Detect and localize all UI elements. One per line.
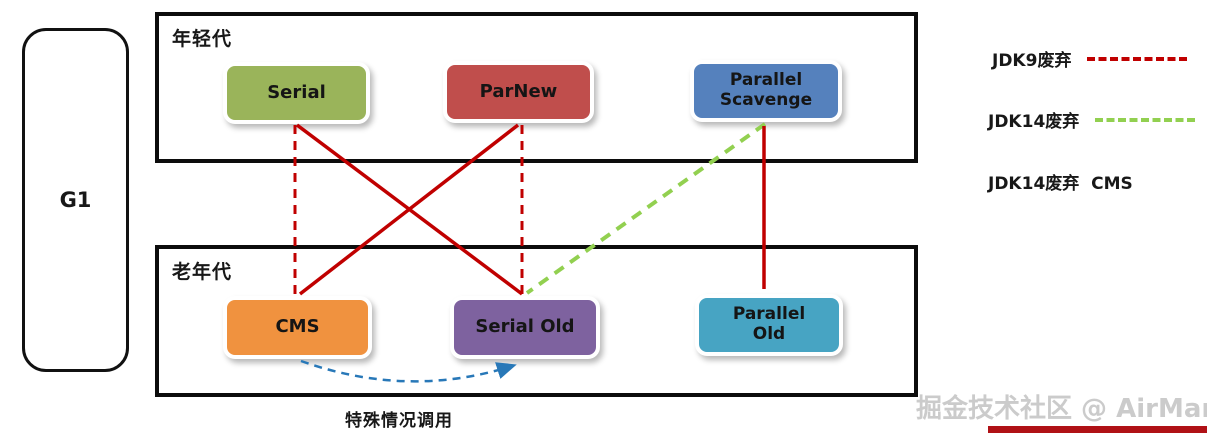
- node-cms: CMS: [223, 296, 372, 359]
- node-cms-label: CMS: [275, 316, 320, 338]
- g1-collector-node: G1: [22, 28, 129, 372]
- node-parallel-old: Parallel Old: [695, 294, 843, 356]
- g1-label: G1: [59, 188, 92, 212]
- node-serial-old: Serial Old: [450, 296, 600, 359]
- node-serial-old-label: Serial Old: [475, 316, 575, 338]
- node-serial-label: Serial: [267, 81, 326, 103]
- legend-item-jdk14-deprecated-cms: JDK14废弃 CMS: [988, 169, 1133, 194]
- node-parallel-old-label: Parallel Old: [732, 304, 806, 344]
- old-generation-label: 老年代: [172, 261, 233, 283]
- young-generation-label: 年轻代: [172, 28, 233, 50]
- node-parallel-scavenge-label: Parallel Scavenge: [719, 70, 813, 110]
- watermark: 掘金技术社区 @ AirMan: [916, 394, 1207, 424]
- node-parnew: ParNew: [443, 61, 594, 123]
- node-parnew-label: ParNew: [479, 80, 558, 102]
- legend-jdk9-label: JDK9废弃: [992, 51, 1072, 71]
- node-parallel-scavenge: Parallel Scavenge: [690, 60, 842, 122]
- node-serial: Serial: [223, 62, 370, 124]
- legend-red-dashed-line: [1087, 56, 1188, 61]
- red-underline-bar: [988, 426, 1207, 433]
- legend-jdk14-cms-label: JDK14废弃 CMS: [988, 174, 1133, 194]
- special-case-invocation-label: 特殊情况调用: [345, 411, 453, 431]
- legend-item-jdk14-deprecated: JDK14废弃: [988, 107, 1196, 132]
- legend-item-jdk9-deprecated: JDK9废弃: [992, 46, 1188, 71]
- legend-green-dashed-line: [1095, 117, 1196, 122]
- legend-jdk14-label: JDK14废弃: [988, 112, 1080, 132]
